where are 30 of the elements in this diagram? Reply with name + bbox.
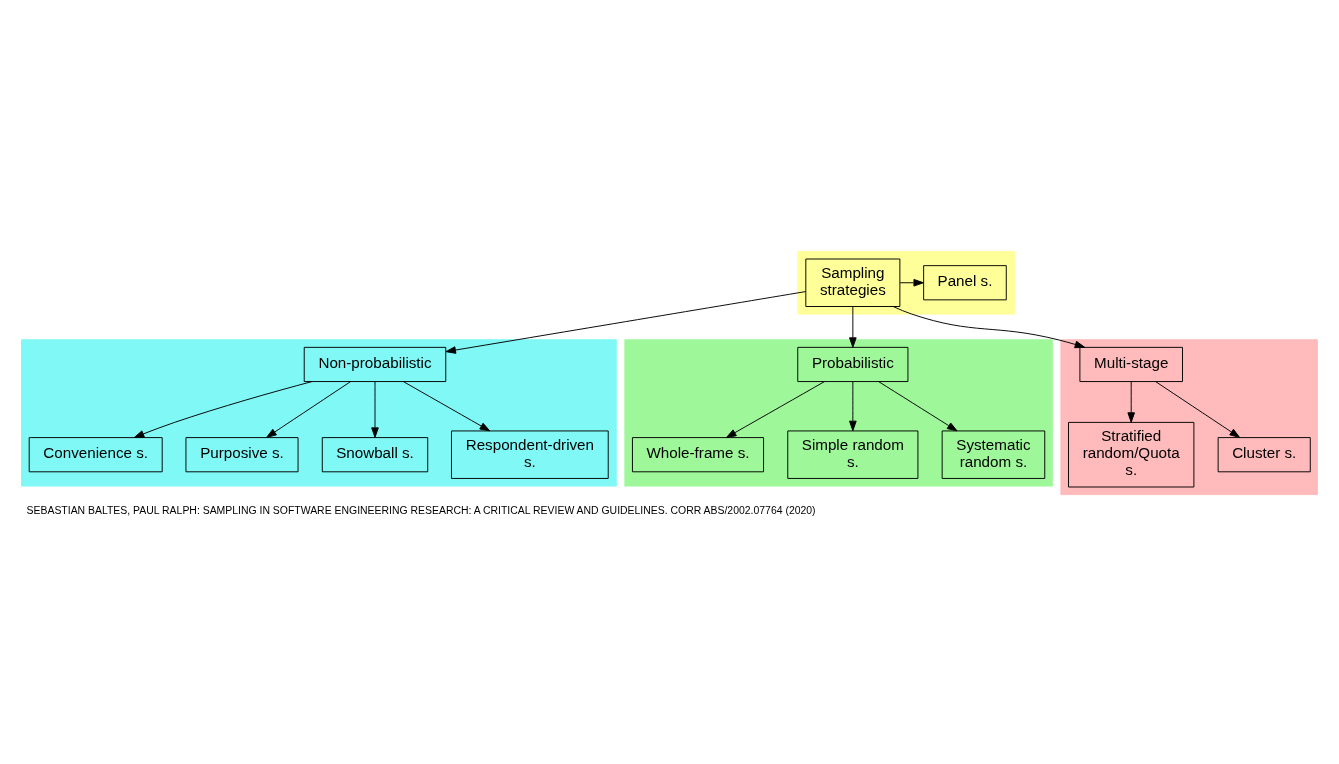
arrow — [1127, 380, 1135, 423]
node-box: Snowball s. — [321, 436, 429, 472]
node-box: Respondent-driven s. — [451, 429, 609, 479]
node-box: Sampling strategies — [805, 258, 901, 307]
node-box: Simple random s. — [787, 429, 919, 479]
arrow — [266, 380, 352, 438]
node-box: Non-probabilistic — [303, 346, 447, 382]
node-box: Cluster s. — [1217, 436, 1311, 472]
arrow — [1155, 380, 1240, 438]
cluster — [21, 338, 617, 487]
arrow — [402, 380, 491, 431]
node-box: Panel s. — [923, 264, 1007, 300]
arrow — [445, 290, 807, 354]
node-box: Probabilistic — [797, 346, 909, 382]
arrow — [133, 380, 313, 438]
arrow — [878, 380, 958, 431]
node-box: Systematic random s. — [941, 429, 1046, 479]
arrow — [849, 305, 857, 348]
caption: SEBASTIAN BALTES, PAUL RALPH: SAMPLING IN SOFTWARE ENGINEERING RESEARCH: A CRITICAL REVIEW AND GUIDELINES. CORR ABS/2002.07764 (2020) — [26, 504, 816, 516]
arrow — [899, 278, 924, 287]
node-box: Multi-stage — [1079, 346, 1183, 382]
arrow — [371, 380, 379, 438]
node-box: Convenience s. — [28, 436, 163, 472]
arrow — [849, 380, 857, 431]
cluster — [797, 250, 1015, 315]
node-box: Whole-frame s. — [631, 436, 765, 472]
arrow — [726, 380, 825, 438]
node-box: Stratified random/Quota s. — [1068, 421, 1195, 487]
node-box: Purposive s. — [185, 436, 299, 472]
arrow — [892, 305, 1086, 348]
